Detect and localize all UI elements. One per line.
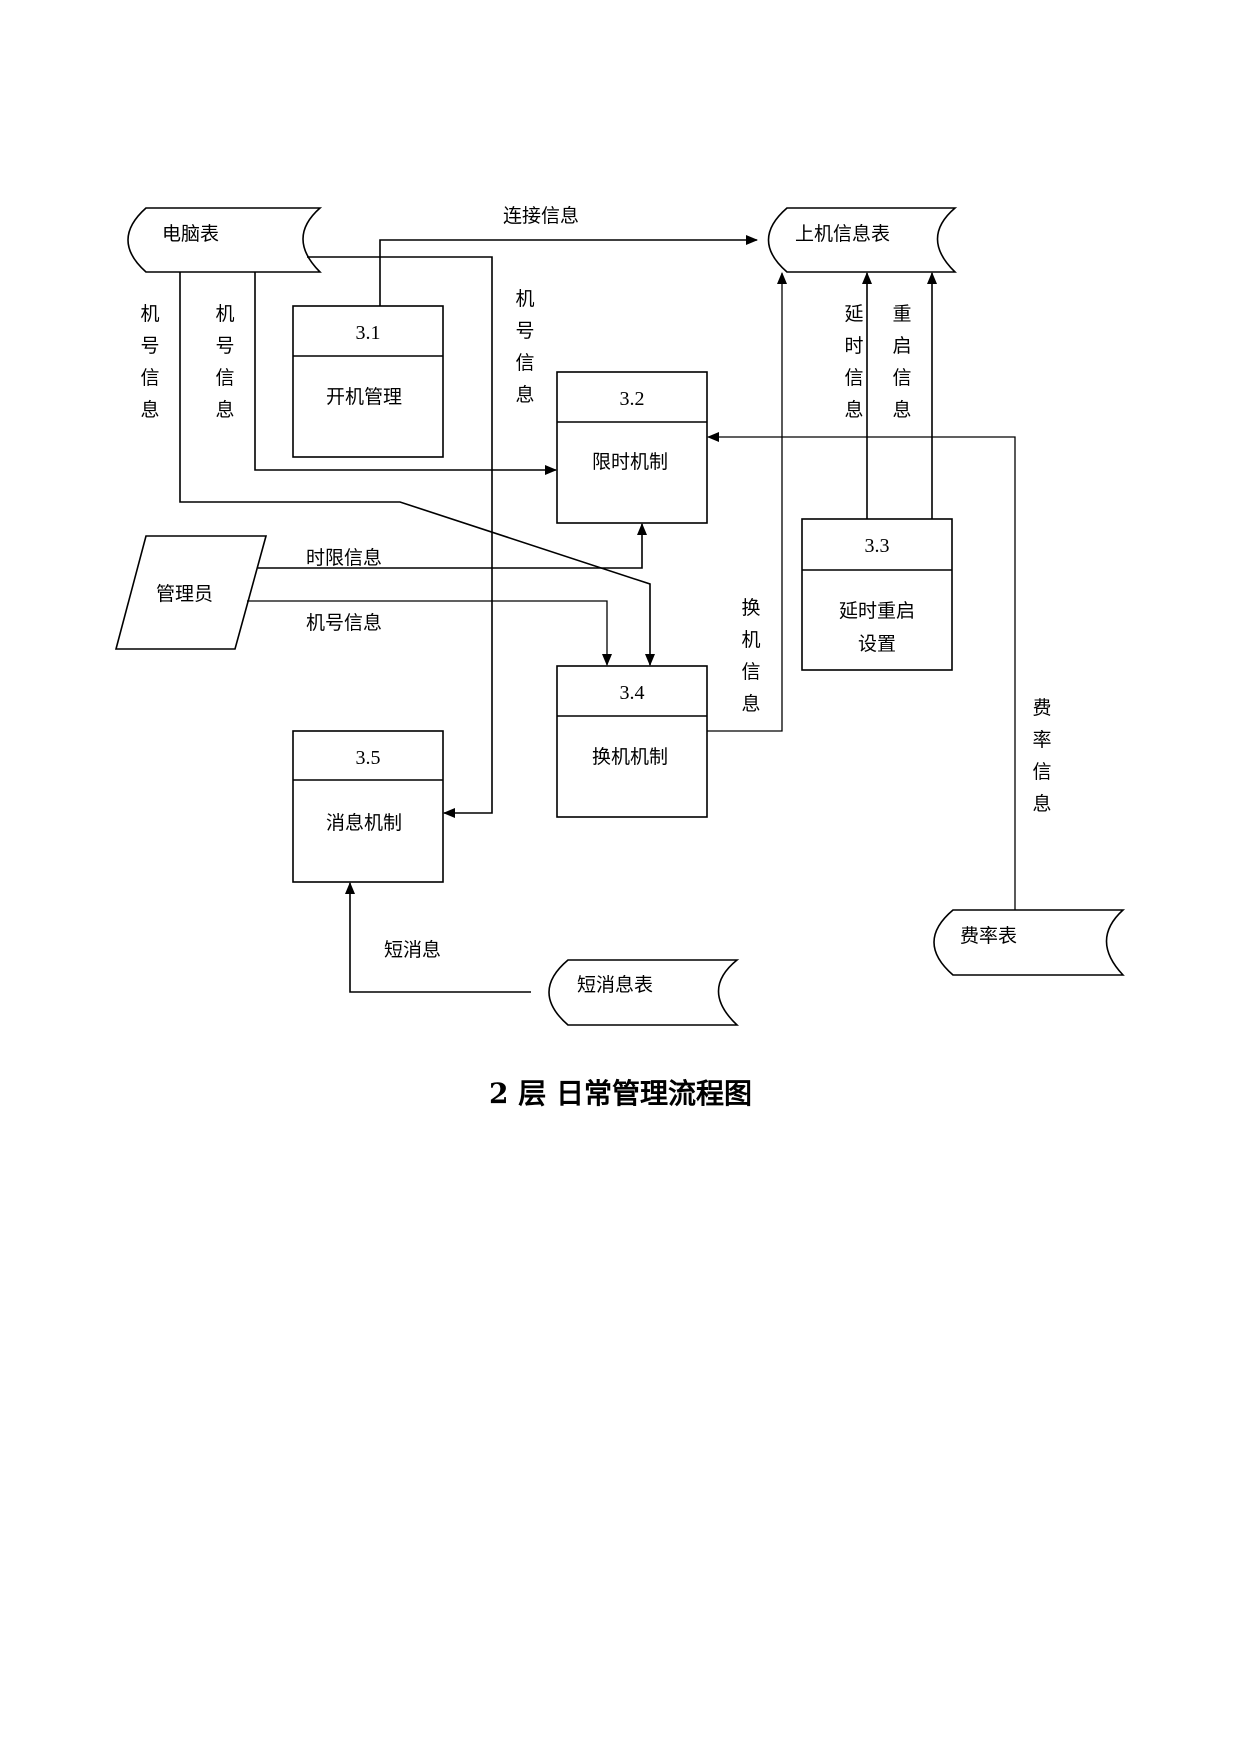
- store-rate-label: 费率表: [960, 925, 1017, 947]
- label-swap-info: 换机信息: [741, 597, 760, 715]
- label-restart-info: 重启信息: [892, 303, 911, 421]
- store-computer-label: 电脑表: [162, 223, 219, 245]
- label-machine-no-admin: 机号信息: [306, 612, 382, 634]
- process-3-2: 3.2 限时机制: [556, 371, 708, 524]
- flow-computer-to-3-4: [179, 272, 655, 666]
- label-delay-info: 延时信息: [844, 303, 863, 421]
- process-3-4-id: 3.4: [620, 682, 645, 704]
- label-machine-no-3: 机号信息: [515, 288, 534, 406]
- store-computer: 电脑表: [127, 207, 323, 273]
- process-3-3-id: 3.3: [865, 535, 890, 557]
- process-3-5-id: 3.5: [356, 747, 381, 769]
- flow-computer-to-3-5: [307, 256, 493, 818]
- process-3-2-name: 限时机制: [592, 451, 668, 473]
- entity-admin: 管理员: [114, 535, 268, 650]
- label-short-msg: 短消息: [384, 939, 441, 961]
- process-3-1: 3.1 开机管理: [292, 305, 444, 458]
- process-3-5-name: 消息机制: [326, 812, 402, 834]
- store-sms: 短消息表: [548, 959, 740, 1026]
- label-machine-no-2: 机号信息: [215, 303, 234, 421]
- store-online-info: 上机信息表: [767, 207, 958, 273]
- process-3-4-name: 换机机制: [592, 746, 668, 768]
- flow-computer-to-3-2: [254, 272, 557, 475]
- flow-swap-info: [707, 272, 787, 732]
- entity-admin-label: 管理员: [156, 583, 213, 605]
- label-machine-no-1: 机号信息: [140, 303, 159, 421]
- store-sms-label: 短消息表: [577, 974, 653, 996]
- process-3-3-name-2: 设置: [858, 633, 896, 655]
- label-connect-info: 连接信息: [503, 205, 579, 227]
- flow-admin-to-3-4: [247, 600, 612, 666]
- label-time-limit: 时限信息: [306, 547, 382, 569]
- process-3-3: 3.3 延时重启 设置: [801, 518, 953, 671]
- store-online-info-label: 上机信息表: [795, 223, 890, 245]
- process-3-4: 3.4 换机机制: [556, 665, 708, 818]
- flow-rate-info: [707, 432, 1016, 910]
- label-rate-info: 费率信息: [1032, 697, 1051, 815]
- process-3-1-name: 开机管理: [326, 386, 402, 408]
- flow-connect-info: [379, 235, 758, 306]
- process-3-1-id: 3.1: [356, 322, 381, 344]
- process-3-5: 3.5 消息机制: [292, 730, 444, 883]
- flow-short-msg: [345, 882, 531, 993]
- process-3-2-id: 3.2: [620, 388, 645, 410]
- diagram-caption: 2 层 日常管理流程图: [489, 1077, 752, 1110]
- flow-time-limit: [258, 523, 647, 569]
- process-3-3-name: 延时重启: [839, 600, 915, 622]
- store-rate: 费率表: [933, 909, 1126, 976]
